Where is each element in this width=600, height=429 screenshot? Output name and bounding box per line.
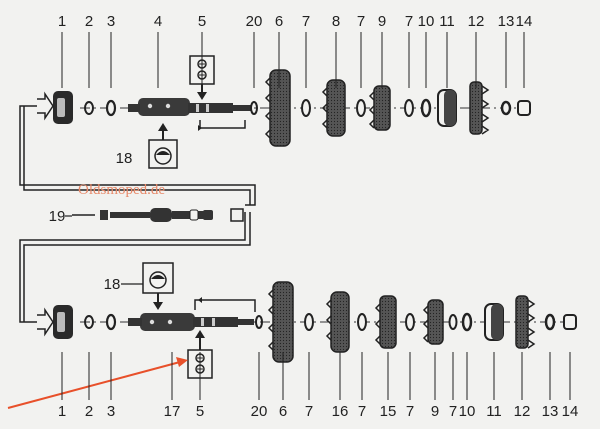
part-number-label: 12 bbox=[468, 13, 485, 30]
part-number-label: 6 bbox=[279, 403, 287, 420]
part-number-label: 3 bbox=[107, 13, 115, 30]
part-number-label: 1 bbox=[58, 13, 66, 30]
part-number-label: 15 bbox=[380, 403, 397, 420]
ring bbox=[105, 313, 117, 331]
main-shaft bbox=[128, 98, 251, 116]
part-number-label: 7 bbox=[357, 13, 365, 30]
bottom-input-arrow bbox=[37, 307, 54, 337]
label-oil-hole-lower: 18 bbox=[104, 276, 121, 293]
washer bbox=[84, 101, 94, 115]
part-number-label: 5 bbox=[198, 13, 206, 30]
thrust-washer bbox=[250, 101, 258, 115]
washer bbox=[448, 314, 458, 330]
hub bbox=[484, 303, 504, 341]
nut bbox=[563, 314, 577, 330]
red-pointer-arrow bbox=[7, 357, 188, 409]
washer bbox=[301, 99, 311, 117]
label-oil-hole-upper: 18 bbox=[116, 150, 133, 167]
part-number-label: 20 bbox=[251, 403, 268, 420]
layshaft bbox=[72, 208, 244, 222]
oil-hole-detail-top bbox=[148, 123, 178, 169]
part-number-label: 13 bbox=[542, 403, 559, 420]
gear bbox=[374, 295, 397, 349]
watermark-text: Oldsmoped.de bbox=[78, 182, 165, 198]
part-number-label: 9 bbox=[378, 13, 386, 30]
part-number-label: 11 bbox=[439, 13, 455, 30]
part-number-label: 14 bbox=[562, 403, 579, 420]
gear bbox=[325, 291, 350, 353]
main-shaft-lower bbox=[128, 313, 254, 331]
nut bbox=[517, 100, 531, 116]
gear bbox=[321, 79, 346, 137]
washer bbox=[304, 313, 314, 331]
part-number-label: 6 bbox=[275, 13, 283, 30]
part-number-label: 7 bbox=[302, 13, 310, 30]
bearing bbox=[53, 91, 73, 124]
washer bbox=[404, 99, 414, 117]
thrust-washer bbox=[255, 315, 263, 329]
part-number-label: 7 bbox=[405, 13, 413, 30]
large-gear bbox=[264, 69, 291, 147]
top-input-arrow bbox=[37, 91, 54, 121]
part-number-label: 12 bbox=[514, 403, 531, 420]
washer bbox=[357, 313, 367, 331]
sprocket bbox=[469, 81, 490, 135]
washer bbox=[84, 315, 94, 329]
large-gear bbox=[267, 281, 294, 363]
part-number-label: 11 bbox=[486, 403, 502, 420]
part-number-label: 1 bbox=[58, 403, 66, 420]
gear bbox=[422, 299, 444, 345]
flow-lines bbox=[19, 105, 256, 323]
part-number-label: 10 bbox=[418, 13, 435, 30]
part-number-label: 5 bbox=[196, 403, 204, 420]
washer bbox=[405, 313, 415, 331]
hub bbox=[437, 89, 457, 127]
washer bbox=[461, 312, 473, 332]
washer bbox=[544, 313, 556, 331]
washer bbox=[356, 99, 366, 117]
washer bbox=[500, 100, 512, 116]
part-number-label: 20 bbox=[246, 13, 263, 30]
gear bbox=[368, 85, 391, 131]
part-number-label: 2 bbox=[85, 403, 93, 420]
part-number-label: 17 bbox=[164, 403, 181, 420]
part-number-label: 7 bbox=[358, 403, 366, 420]
part-number-label: 10 bbox=[459, 403, 476, 420]
bearing bbox=[53, 305, 73, 339]
part-number-label: 4 bbox=[154, 13, 162, 30]
part-number-label: 14 bbox=[516, 13, 533, 30]
ring bbox=[105, 99, 117, 117]
part-number-label: 3 bbox=[107, 403, 115, 420]
sprocket bbox=[515, 295, 536, 349]
part-number-label: 16 bbox=[332, 403, 349, 420]
washer bbox=[420, 98, 432, 118]
part-number-label: 9 bbox=[431, 403, 439, 420]
part-number-label: 7 bbox=[305, 403, 313, 420]
part-number-label: 13 bbox=[498, 13, 515, 30]
oil-hole-detail-bottom bbox=[142, 262, 174, 310]
part-number-label: 8 bbox=[332, 13, 340, 30]
bottom-row bbox=[37, 262, 577, 379]
label-layshaft: 19 bbox=[49, 208, 66, 225]
part-number-label: 7 bbox=[406, 403, 414, 420]
part-number-label: 2 bbox=[85, 13, 93, 30]
part-number-label: 7 bbox=[449, 403, 457, 420]
